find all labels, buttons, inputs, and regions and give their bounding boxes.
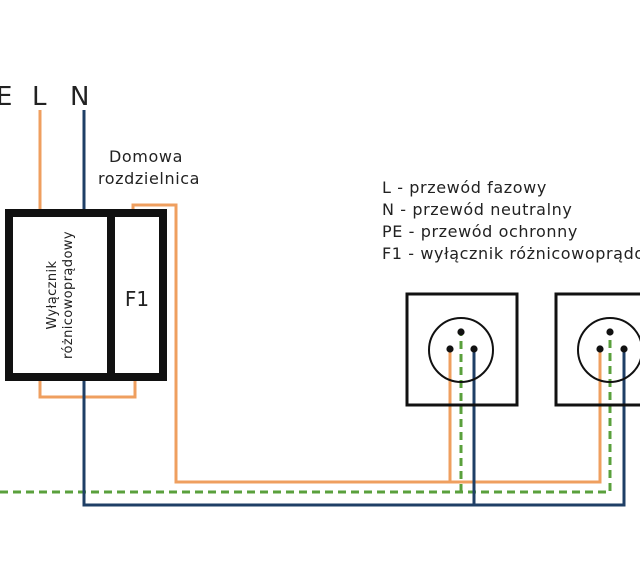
socket-1-face xyxy=(428,317,494,383)
panel-title-line1: Domowa xyxy=(109,147,183,166)
socket-2-n-hole xyxy=(620,345,628,353)
protective-wire-main xyxy=(0,333,612,494)
socket-1-l-hole xyxy=(446,345,454,353)
panel-title-line2: rozdzielnica xyxy=(98,169,200,188)
socket-1-pe-pin xyxy=(457,328,465,336)
terminal-label-pe: E xyxy=(0,82,12,112)
terminal-label-n: N xyxy=(70,82,89,112)
phase-wire xyxy=(38,110,602,484)
socket-1-frame xyxy=(405,292,519,407)
phase-wire-to-sockets xyxy=(131,203,602,484)
breaker-label-line1: Wyłącznik xyxy=(45,260,60,329)
legend-item-pe: PE - przewód ochronny xyxy=(382,222,578,241)
rcd-breaker-f1-module xyxy=(107,209,167,381)
terminal-label-l: L xyxy=(32,82,47,112)
socket-2-l-hole xyxy=(596,345,604,353)
protective-wire xyxy=(0,333,612,494)
neutral-wire xyxy=(82,110,626,507)
socket-2-frame xyxy=(554,292,640,407)
rcd-breaker-body xyxy=(5,209,115,381)
socket-2-face xyxy=(577,317,640,383)
socket-2-pe-pin xyxy=(606,328,614,336)
socket-icon xyxy=(554,292,640,407)
phase-wire-bridge xyxy=(38,378,137,399)
legend-item-l: L - przewód fazowy xyxy=(382,178,547,197)
neutral-wire-to-sockets xyxy=(82,349,626,507)
legend: L - przewód fazowy N - przewód neutralny… xyxy=(382,178,640,263)
rcd-breaker: F1 Wyłącznik różnicowoprądowy xyxy=(5,209,167,381)
breaker-rotated-label: Wyłącznik różnicowoprądowy xyxy=(45,231,76,359)
socket-icon xyxy=(405,292,519,407)
socket-1-n-hole xyxy=(470,345,478,353)
legend-item-n: N - przewód neutralny xyxy=(382,200,572,219)
legend-item-f1: F1 - wyłącznik różnicowoprądowy xyxy=(382,244,640,263)
breaker-label-line2: różnicowoprądowy xyxy=(61,231,76,359)
breaker-f1-label: F1 xyxy=(125,287,149,311)
